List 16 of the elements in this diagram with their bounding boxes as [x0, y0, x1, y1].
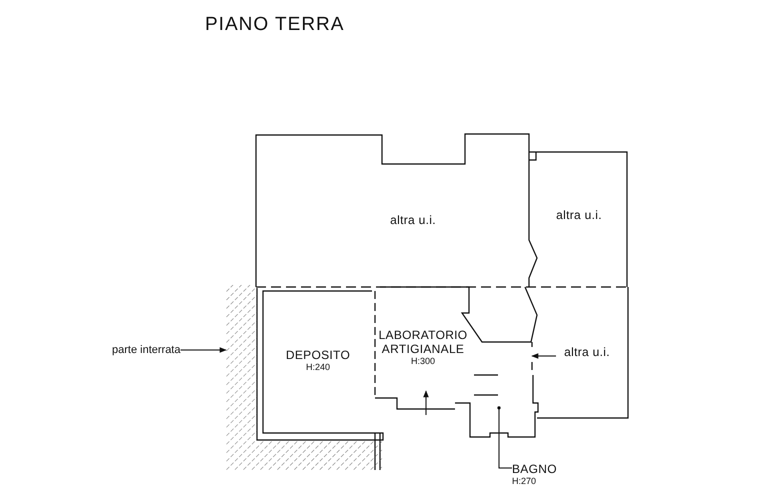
arrow	[180, 347, 227, 353]
room-name: altra u.i.	[390, 213, 436, 227]
arrow	[531, 353, 556, 359]
room-name: BAGNO	[512, 462, 557, 476]
room-name: LABORATORIO ARTIGIANALE	[378, 328, 468, 356]
ceiling-height: H:270	[512, 476, 536, 486]
ceiling-height: H:240	[306, 362, 330, 372]
bathroom-walls	[455, 375, 539, 438]
room-name: altra u.i.	[564, 345, 610, 359]
arrow	[423, 390, 429, 416]
leader-line	[497, 406, 512, 468]
plan-title: PIANO TERRA	[205, 14, 344, 36]
ceiling-height: H:300	[410, 356, 436, 366]
room-name: altra u.i.	[556, 208, 602, 222]
room-name: DEPOSITO	[286, 348, 350, 362]
callout-label: parte interrata	[112, 344, 180, 356]
